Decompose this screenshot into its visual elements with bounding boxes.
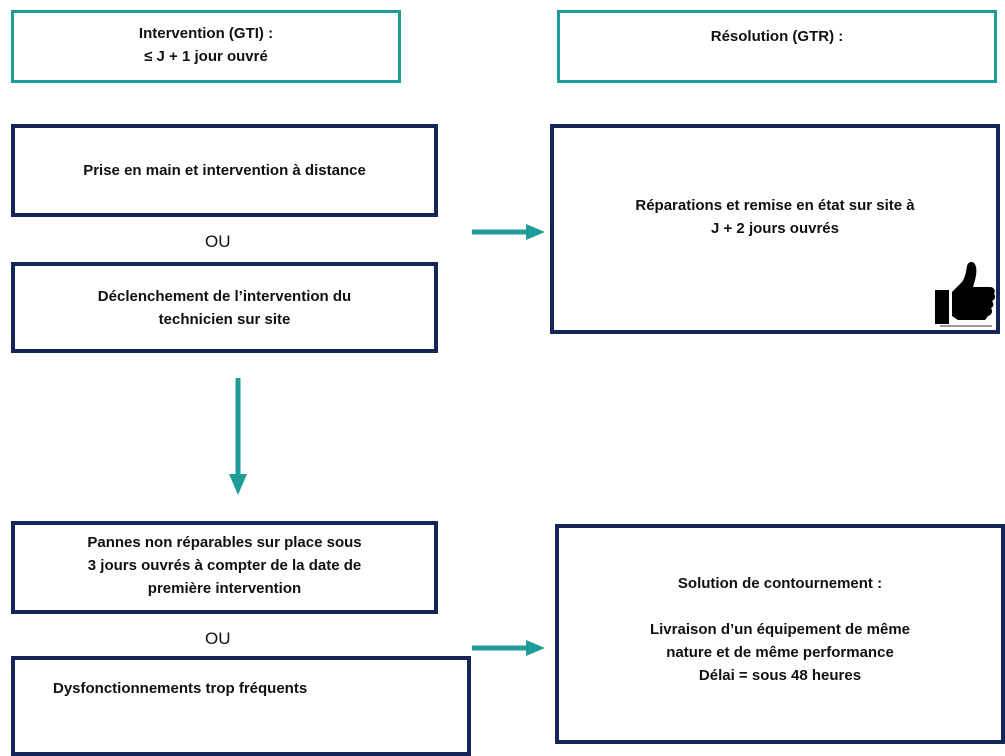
technician-dispatch-line-2: technicien sur site <box>158 310 291 328</box>
unrepairable-failures-box: Pannes non réparables sur place sous 3 j… <box>11 521 438 614</box>
arrow-right-2 <box>472 640 545 656</box>
remote-intervention-text: Prise en main et intervention à distance <box>83 162 366 179</box>
or-label-2: OU <box>205 629 231 648</box>
or-label-1: OU <box>205 232 231 251</box>
arrow-down <box>229 378 247 495</box>
onsite-repair-box: Réparations et remise en état sur site à… <box>550 124 1000 334</box>
unrepairable-failures-line-1: Pannes non réparables sur place sous <box>87 534 362 551</box>
gti-header-delay: ≤ J + 1 jour ouvré <box>144 47 268 65</box>
technician-dispatch-line-1: Déclenchement de l’intervention du <box>97 287 352 305</box>
workaround-line-3: Délai = sous 48 heures <box>698 666 862 684</box>
onsite-repair-line-1: Réparations et remise en état sur site à <box>635 197 915 214</box>
gtr-header: Résolution (GTR) : <box>557 10 997 83</box>
gtr-header-title: Résolution (GTR) : <box>710 28 844 45</box>
workaround-line-2: nature et de même performance <box>666 643 894 661</box>
workaround-solution-box: Solution de contournement : Livraison d’… <box>555 524 1005 744</box>
onsite-repair-line-2: J + 2 jours ouvrés <box>711 220 839 237</box>
gti-header-title: Intervention (GTI) : <box>138 24 274 42</box>
frequent-malfunctions-text: Dysfonctionnements trop fréquents <box>53 679 308 697</box>
frequent-malfunctions-box: Dysfonctionnements trop fréquents <box>11 656 471 756</box>
technician-dispatch-box: Déclenchement de l’intervention du techn… <box>11 262 438 353</box>
thumbs-up-icon <box>935 262 996 327</box>
unrepairable-failures-line-3: première intervention <box>147 580 302 597</box>
unrepairable-failures-line-2: 3 jours ouvrés à compter de la date de <box>87 557 362 574</box>
arrow-right-1 <box>472 224 545 240</box>
gti-header: Intervention (GTI) : ≤ J + 1 jour ouvré <box>11 10 401 83</box>
remote-intervention-box: Prise en main et intervention à distance <box>11 124 438 217</box>
workaround-line-1: Livraison d’un équipement de même <box>649 620 911 638</box>
workaround-title: Solution de contournement : <box>677 574 883 592</box>
